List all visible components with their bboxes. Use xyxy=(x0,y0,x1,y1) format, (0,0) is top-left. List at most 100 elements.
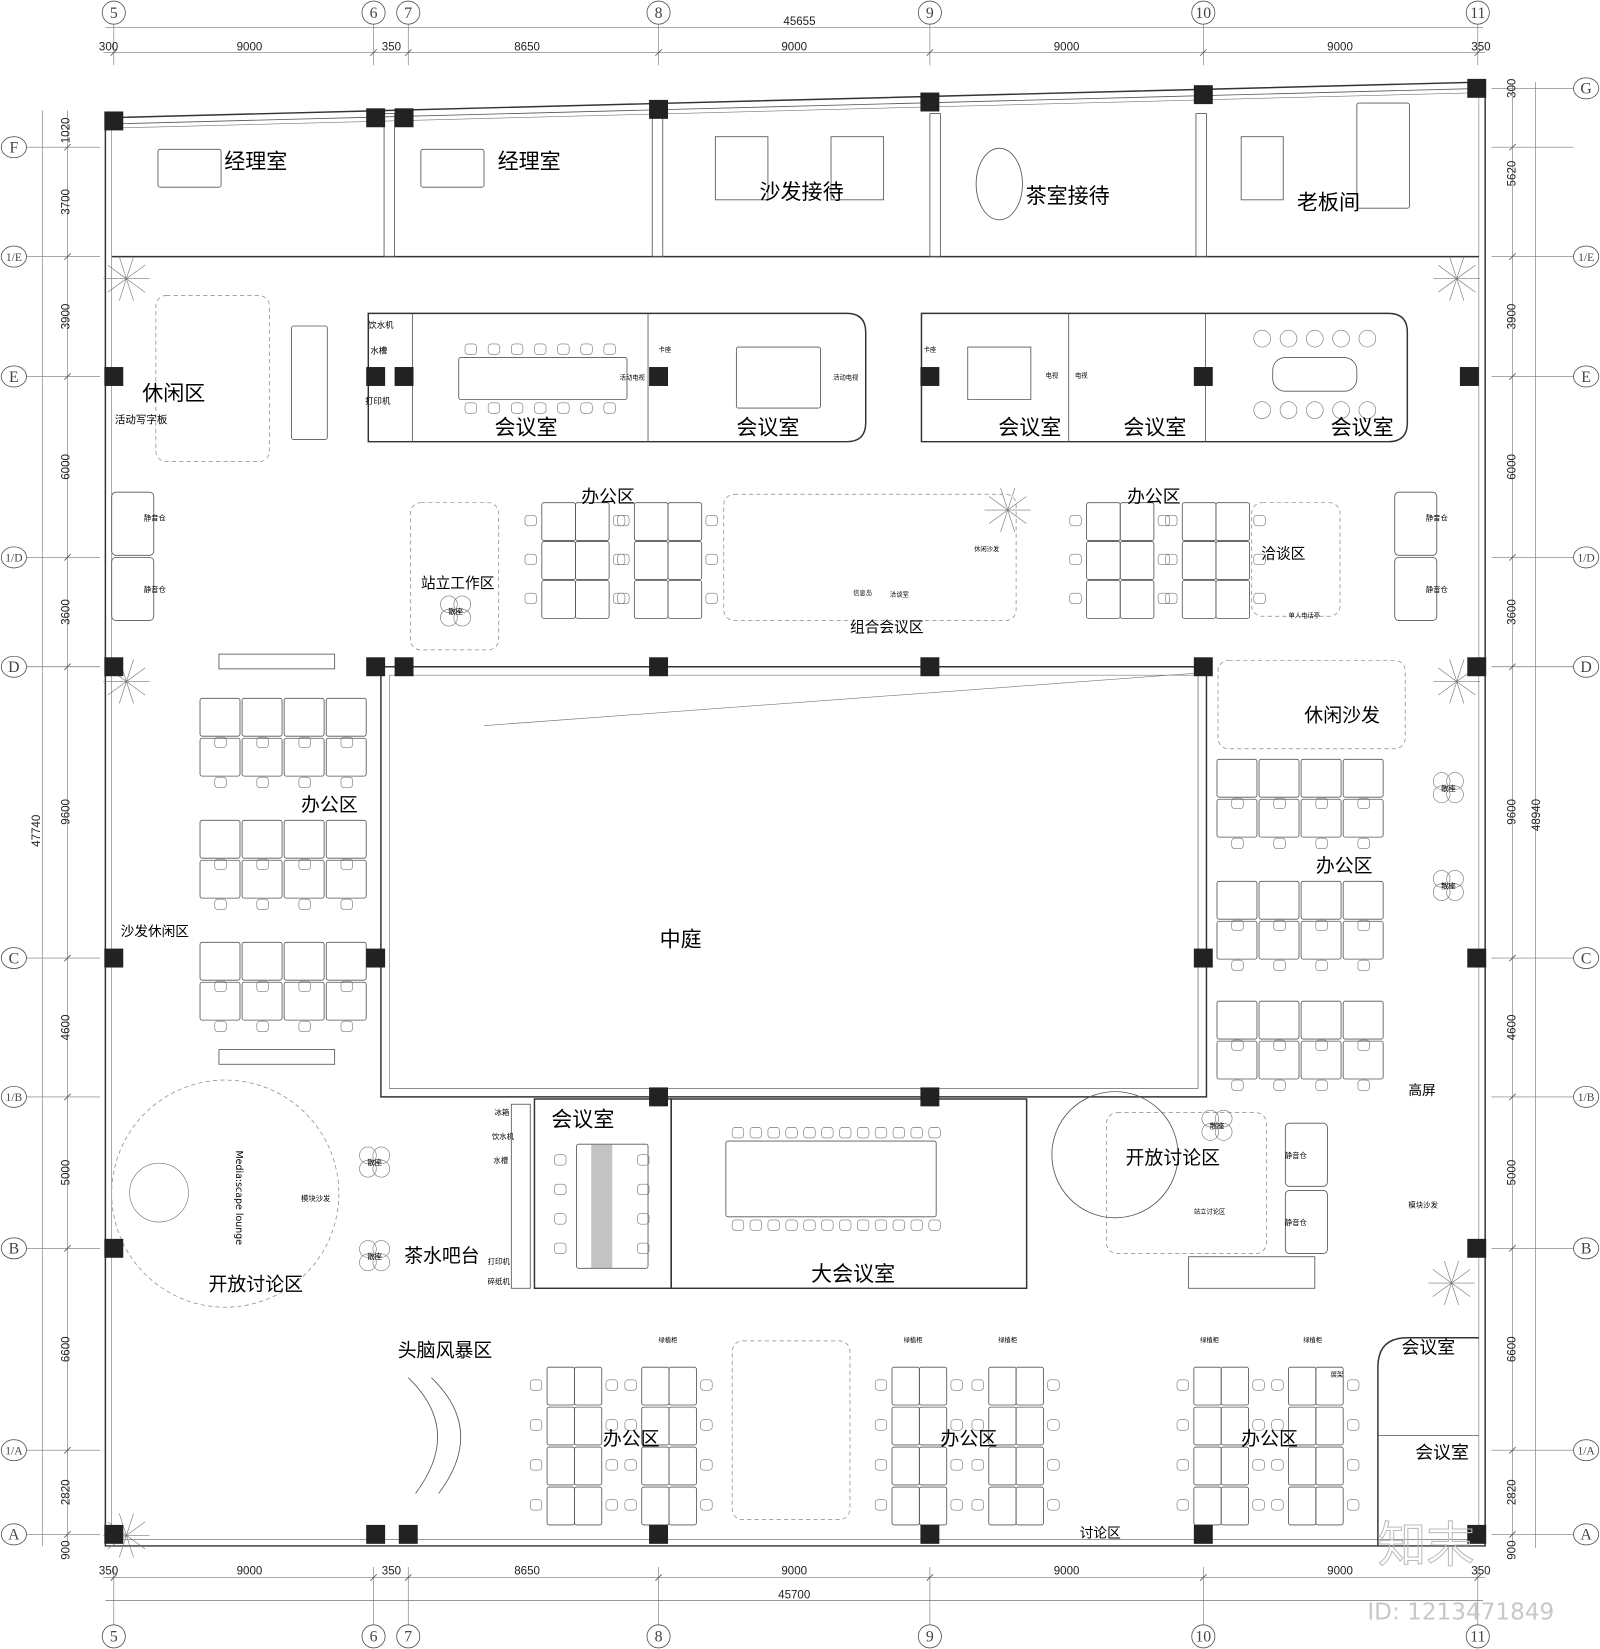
chair-icon xyxy=(1273,959,1286,971)
dim-tick xyxy=(1509,663,1516,671)
stool-icon xyxy=(453,608,472,627)
tree-icon xyxy=(1437,264,1457,279)
chair-icon xyxy=(971,1419,984,1431)
dimensions-bottom: 45700 350 9000 350 8650 9000 9000 9000 3… xyxy=(99,1565,1491,1601)
zone-boundary xyxy=(409,502,500,651)
chair-icon xyxy=(821,1219,834,1231)
dimensions-top: 45655 300 9000 350 8650 9000 9000 9000 3… xyxy=(99,16,1491,53)
desk xyxy=(1086,502,1121,541)
axis-x-5: 55 xyxy=(101,0,126,1649)
axis-label: 1/D xyxy=(5,552,22,565)
tree-icon xyxy=(1437,681,1457,696)
axis-label: A xyxy=(8,1527,20,1544)
tree-icon xyxy=(1456,681,1465,704)
label: 水槽 xyxy=(370,345,387,355)
label: 活动电视 xyxy=(833,373,859,382)
chair-icon xyxy=(705,514,718,527)
desk xyxy=(1216,1000,1258,1040)
curved-bench xyxy=(407,1377,461,1494)
dimensions-left: 47740 1020 3700 3900 6000 3600 9600 4600… xyxy=(31,118,72,1560)
desk xyxy=(918,1406,948,1446)
axis-label: 8 xyxy=(655,1629,663,1646)
chair-icon xyxy=(534,343,547,355)
axis-label: B xyxy=(1581,1241,1592,1258)
chair-icon xyxy=(1157,553,1170,566)
label: 散座 xyxy=(367,1158,382,1167)
stool-icon xyxy=(1446,870,1464,888)
axis-label: 7 xyxy=(404,1629,412,1646)
tree-icon xyxy=(1451,1282,1459,1306)
planter xyxy=(218,653,336,670)
column xyxy=(1467,948,1487,968)
label: 饮水机 xyxy=(368,320,394,330)
desk xyxy=(1119,502,1155,541)
desk xyxy=(667,502,703,541)
desk xyxy=(891,1446,920,1486)
zone-boundary xyxy=(723,493,1017,621)
quiet-pod xyxy=(111,556,155,621)
column xyxy=(366,948,386,968)
desk xyxy=(1015,1446,1044,1486)
area-discussion: 讨论区 xyxy=(1080,1526,1121,1542)
quiet-pod xyxy=(1284,1190,1328,1254)
room-manager-1: 经理室 xyxy=(224,148,287,173)
axis-label: 11 xyxy=(1470,5,1485,22)
dim-segment: 900 xyxy=(1507,1541,1519,1560)
chair-icon xyxy=(1165,553,1178,566)
tree-icon xyxy=(126,278,134,301)
column xyxy=(394,657,414,677)
label: 冰箱 xyxy=(494,1108,509,1117)
desk xyxy=(1300,1040,1342,1080)
chair-icon xyxy=(1315,837,1328,850)
axis-x-6: 66 xyxy=(361,0,386,1649)
chair-icon xyxy=(1357,959,1370,971)
desk xyxy=(1181,541,1217,580)
label: 绿植柜 xyxy=(659,1335,678,1344)
chair-icon xyxy=(554,1242,567,1254)
dim-tick xyxy=(1474,49,1482,57)
desk xyxy=(283,859,325,899)
desk xyxy=(1193,1446,1222,1486)
axis-label: 1/D xyxy=(1577,552,1594,565)
label: 打印机 xyxy=(365,396,391,406)
room-meeting: 会议室 xyxy=(1415,1443,1469,1464)
chair-icon xyxy=(839,1219,852,1231)
chair-icon xyxy=(214,898,227,910)
dim-segment: 2820 xyxy=(1507,1479,1519,1505)
dim-tick xyxy=(655,49,663,57)
planter xyxy=(1188,1256,1316,1289)
stool-icon xyxy=(1201,1123,1220,1141)
stool-icon xyxy=(372,1240,391,1258)
chair-icon xyxy=(1271,1419,1284,1431)
desk xyxy=(1258,758,1300,798)
desk xyxy=(573,1486,603,1526)
desk xyxy=(1086,541,1121,580)
chair-icon xyxy=(637,1213,650,1225)
desk xyxy=(325,737,367,777)
axis-x-7: 77 xyxy=(396,0,421,1649)
chair-icon xyxy=(256,776,269,789)
desk xyxy=(1300,1000,1342,1040)
axis-label: 10 xyxy=(1195,1629,1211,1646)
column xyxy=(1467,78,1487,98)
column xyxy=(398,1524,418,1544)
chair-icon xyxy=(1047,1379,1060,1391)
desk xyxy=(1300,880,1342,920)
desk xyxy=(918,1446,948,1486)
label: 绿植柜 xyxy=(904,1335,923,1344)
column xyxy=(920,367,940,386)
area-office: 办公区 xyxy=(940,1428,997,1450)
tree-icon xyxy=(1007,496,1027,511)
dim-tick xyxy=(64,1244,71,1252)
chair-icon xyxy=(1306,401,1324,419)
tree-icon xyxy=(126,667,146,682)
desk xyxy=(283,941,325,981)
label: 电视 xyxy=(1075,371,1088,380)
area-combined-meeting: 组合会议区 xyxy=(850,619,924,636)
tree-icon xyxy=(126,681,146,696)
column xyxy=(920,92,940,112)
chair-icon xyxy=(1252,1459,1265,1471)
chair-icon xyxy=(1332,401,1350,419)
dim-tick xyxy=(1509,1244,1516,1252)
